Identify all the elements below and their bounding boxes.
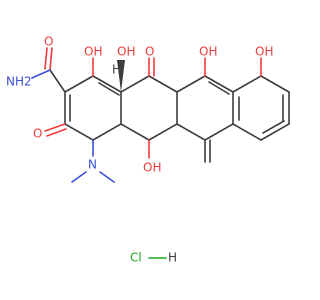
dimethylamino-n-label: N xyxy=(88,158,97,172)
ring-a-ketone-label: O xyxy=(33,127,42,141)
ring-a xyxy=(64,75,122,141)
substituent-bonds xyxy=(31,47,262,259)
hydrogen-label: H xyxy=(168,251,177,265)
enol-oh-label: OH xyxy=(84,45,102,59)
phenol-oh-label: OH xyxy=(255,45,273,59)
ring-c-oh-label: OH xyxy=(199,45,217,59)
atom-labels: NH2 O OH OH H O OH OH O N OH Cl H xyxy=(6,35,273,265)
chemical-structure: NH2 O OH OH H O OH OH O N OH Cl H xyxy=(6,35,290,265)
ring-d xyxy=(232,75,290,141)
stereo-hydrogen-label: H xyxy=(112,63,121,77)
ring-b-oh-label: OH xyxy=(143,161,161,175)
ring-b-ketone-label: O xyxy=(145,45,154,59)
amide-oxygen-label: O xyxy=(44,35,53,49)
chloride-label: Cl xyxy=(130,251,142,265)
amide-nh2-label: NH2 xyxy=(6,75,32,89)
ring-c xyxy=(176,75,234,141)
ring-b xyxy=(120,75,178,141)
junction-oh-label: OH xyxy=(117,45,135,59)
